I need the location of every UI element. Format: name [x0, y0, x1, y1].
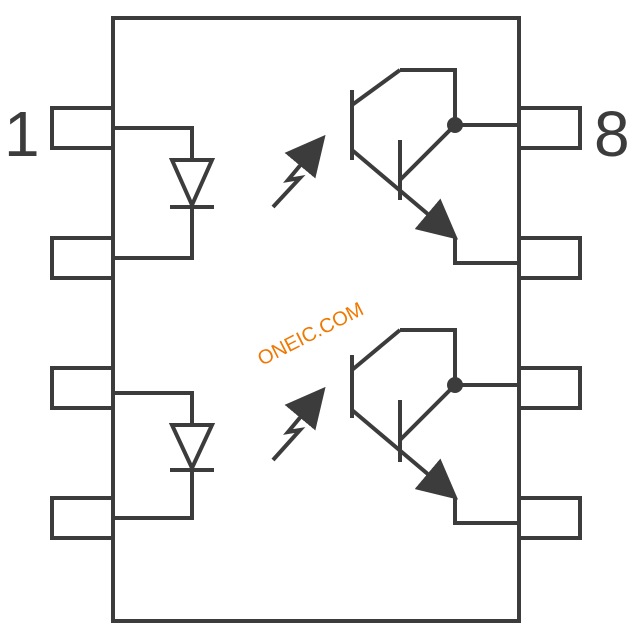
pin-1	[50, 106, 115, 150]
package-body	[111, 16, 521, 623]
phototransistor-2	[350, 328, 519, 525]
phototransistor-1	[350, 68, 519, 265]
pin-4	[50, 496, 115, 540]
light-arrow-1	[271, 134, 326, 209]
pin-label-8: 8	[594, 98, 630, 170]
junction-dot-1	[447, 117, 463, 133]
junction-dot-2	[447, 377, 463, 393]
led-1	[113, 126, 216, 260]
led-2	[113, 391, 216, 520]
pin-3	[50, 366, 115, 410]
pin-8	[517, 106, 582, 150]
pin-6	[517, 366, 582, 410]
pin-label-1: 1	[4, 98, 40, 170]
pin-5	[517, 496, 582, 540]
light-arrow-2	[271, 386, 326, 462]
pin-7	[517, 236, 582, 280]
pin-2	[50, 236, 115, 280]
